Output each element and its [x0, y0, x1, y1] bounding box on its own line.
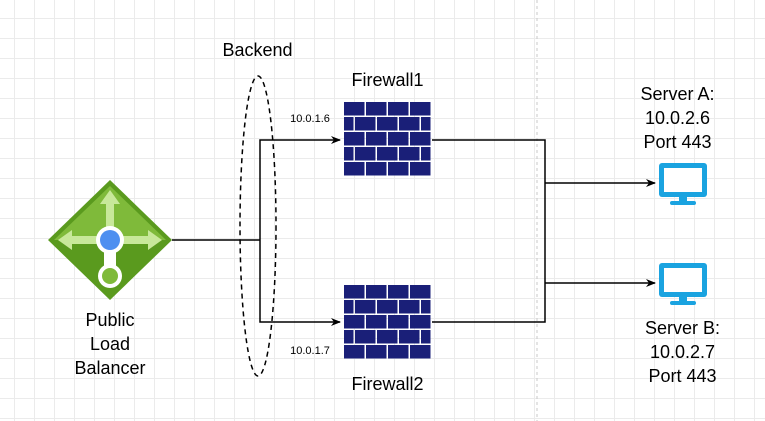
firewall-brick: [355, 147, 376, 161]
firewall-brick: [399, 117, 420, 131]
firewall-brick: [377, 117, 398, 131]
firewall-brick: [344, 147, 354, 161]
firewall-brick: [366, 162, 387, 176]
firewall-brick: [399, 300, 420, 314]
firewall-brick: [344, 102, 365, 116]
backend-label: Backend: [222, 40, 293, 60]
firewall-brick: [388, 345, 409, 359]
firewall-brick: [355, 117, 376, 131]
firewall-brick: [388, 162, 409, 176]
firewall-brick: [421, 147, 431, 161]
firewall1-icon[interactable]: [344, 102, 431, 176]
firewall-brick: [388, 315, 409, 329]
firewall-brick: [377, 300, 398, 314]
firewall-brick: [344, 300, 354, 314]
firewall1-label: Firewall1: [351, 70, 424, 90]
split-to-firewall2-line: [259, 240, 341, 326]
firewall-brick: [388, 102, 409, 116]
firewall-brick: [410, 315, 431, 329]
load-balancer-icon[interactable]: [48, 180, 172, 300]
firewall-brick: [366, 285, 387, 299]
firewall-brick: [377, 330, 398, 344]
firewall-brick: [344, 117, 354, 131]
server-b-monitor-icon[interactable]: [659, 263, 707, 305]
firewall-brick: [410, 102, 431, 116]
firewall2-icon[interactable]: [344, 285, 431, 359]
firewall-brick: [410, 285, 431, 299]
firewall1-ip-label: 10.0.1.6: [290, 113, 330, 125]
firewall-brick: [355, 330, 376, 344]
firewall-brick: [388, 132, 409, 146]
firewall-brick: [344, 162, 365, 176]
firewall-brick: [421, 300, 431, 314]
firewall-brick: [410, 345, 431, 359]
server-b-label: Server B: 10.0.2.7 Port 443: [644, 318, 721, 386]
firewall-brick: [410, 132, 431, 146]
server-a-monitor-icon[interactable]: [659, 163, 707, 205]
firewall-brick: [410, 162, 431, 176]
firewall-brick: [421, 117, 431, 131]
firewall-brick: [344, 330, 354, 344]
firewall-brick: [355, 300, 376, 314]
firewall2-label: Firewall2: [351, 374, 424, 394]
firewall-brick: [366, 345, 387, 359]
firewall-brick: [399, 330, 420, 344]
firewall-brick: [388, 285, 409, 299]
firewall2-ip-label: 10.0.1.7: [290, 345, 330, 357]
firewall-brick: [344, 315, 365, 329]
connectors: [172, 136, 656, 326]
firewall-brick: [344, 345, 365, 359]
load-balancer-label: Public Load Balancer: [74, 310, 146, 378]
server-a-label: Server A: 10.0.2.6 Port 443: [640, 84, 715, 152]
firewall-brick: [344, 132, 365, 146]
firewall-brick: [399, 147, 420, 161]
firewall1-to-bus-line: [432, 139, 546, 323]
firewall-brick: [366, 102, 387, 116]
firewall-brick: [344, 285, 365, 299]
firewall-brick: [366, 132, 387, 146]
firewall-brick: [377, 147, 398, 161]
firewall-brick: [366, 315, 387, 329]
split-to-firewall1-line: [259, 136, 341, 240]
backend-group-ellipse: [239, 75, 277, 377]
firewall-brick: [421, 330, 431, 344]
